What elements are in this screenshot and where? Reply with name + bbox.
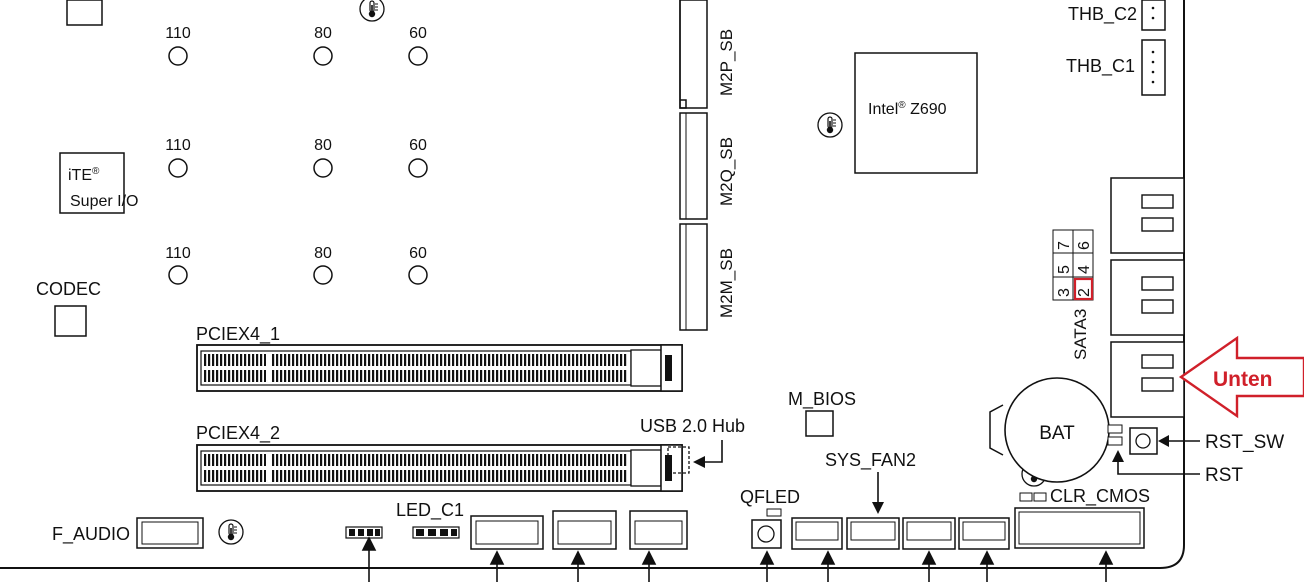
pciex4-1-label: PCIEX4_1 bbox=[196, 324, 280, 345]
thb-c2-label: THB_C2 bbox=[1068, 4, 1137, 25]
pciex4-2-label: PCIEX4_2 bbox=[196, 423, 280, 444]
svg-text:BAT: BAT bbox=[1039, 423, 1075, 444]
sys-fan2-label: SYS_FAN2 bbox=[825, 450, 916, 471]
usb-hub-arrow bbox=[702, 440, 723, 463]
thermal-sensor-icon bbox=[817, 112, 843, 138]
component-box bbox=[66, 0, 103, 26]
svg-text:110: 110 bbox=[165, 137, 191, 154]
sata-port-numbers: 3 5 7 2 4 6 SATA3 bbox=[1052, 229, 1094, 360]
board-edge bbox=[0, 0, 1185, 569]
svg-text:Unten: Unten bbox=[1213, 368, 1273, 391]
svg-text:80: 80 bbox=[314, 25, 332, 42]
usb-hub-chip bbox=[667, 446, 690, 474]
svg-text:80: 80 bbox=[314, 245, 332, 262]
pciex4-2-slot bbox=[196, 444, 683, 492]
svg-text:5: 5 bbox=[1056, 265, 1073, 274]
intel-z690-chipset: Intel® Z690 bbox=[854, 52, 978, 174]
m2q-slot: M2Q_SB bbox=[679, 112, 736, 220]
svg-text:M2M_SB: M2M_SB bbox=[717, 248, 736, 318]
rst-switch bbox=[1129, 427, 1158, 455]
svg-text:Intel® Z690: Intel® Z690 bbox=[868, 100, 947, 118]
rst-sw-label: RST_SW bbox=[1205, 432, 1284, 453]
rst-label: RST bbox=[1205, 465, 1243, 486]
m-bios-chip bbox=[805, 410, 834, 437]
m2m-slot: M2M_SB bbox=[679, 223, 736, 331]
bottom-headers bbox=[470, 507, 1145, 550]
header-inner-outlines bbox=[475, 511, 1141, 545]
qfled-led bbox=[766, 508, 782, 517]
m2-standoffs-row3: 110 80 60 bbox=[165, 245, 428, 285]
rst-pins bbox=[1107, 424, 1123, 446]
thermal-sensor-icon bbox=[218, 519, 244, 545]
thb-c2-header bbox=[1141, 0, 1166, 31]
svg-text:M2P_SB: M2P_SB bbox=[717, 29, 736, 96]
pciex4-1-slot bbox=[196, 344, 683, 392]
qfled-label: QFLED bbox=[740, 487, 800, 507]
rst-arrow bbox=[1117, 460, 1200, 475]
svg-text:60: 60 bbox=[409, 137, 427, 154]
sata-port-2-highlight bbox=[1073, 277, 1094, 301]
led-c1-label: LED_C1 bbox=[396, 500, 464, 521]
ite-super-io-chip: iTE® Super I/O bbox=[59, 152, 138, 214]
thb-c1-label: THB_C1 bbox=[1066, 56, 1135, 77]
clr-cmos-label: CLR_CMOS bbox=[1050, 486, 1150, 507]
svg-text:7: 7 bbox=[1056, 241, 1073, 250]
svg-text:60: 60 bbox=[409, 245, 427, 262]
svg-text:6: 6 bbox=[1076, 241, 1093, 250]
svg-text:60: 60 bbox=[409, 25, 427, 42]
m2-standoffs-row2: 110 80 60 bbox=[165, 137, 428, 178]
svg-text:110: 110 bbox=[165, 25, 191, 42]
svg-text:2: 2 bbox=[1076, 288, 1093, 297]
unten-callout-arrow: Unten bbox=[1178, 335, 1304, 419]
svg-text:110: 110 bbox=[165, 245, 191, 262]
m-bios-label: M_BIOS bbox=[788, 389, 856, 410]
f-audio-header bbox=[136, 517, 204, 549]
cmos-battery: BAT bbox=[989, 377, 1110, 483]
m2-standoffs-row1: 110 80 60 bbox=[165, 25, 428, 66]
thb-c1-header bbox=[1141, 39, 1166, 96]
svg-text:3: 3 bbox=[1056, 288, 1073, 297]
usb-hub-label: USB 2.0 Hub bbox=[640, 416, 745, 436]
thermal-sensor-icon bbox=[359, 0, 385, 22]
m2p-slot: M2P_SB bbox=[679, 0, 736, 109]
codec-label: CODEC bbox=[36, 279, 101, 299]
svg-text:80: 80 bbox=[314, 137, 332, 154]
codec-chip bbox=[54, 305, 87, 337]
svg-text:Super I/O: Super I/O bbox=[70, 193, 138, 210]
svg-text:SATA3: SATA3 bbox=[1071, 309, 1090, 360]
svg-text:4: 4 bbox=[1076, 265, 1093, 274]
svg-text:iTE®: iTE® bbox=[68, 166, 100, 184]
clr-cmos-pins bbox=[1019, 492, 1047, 502]
bottom-arrows bbox=[361, 536, 1114, 582]
svg-text:M2Q_SB: M2Q_SB bbox=[717, 137, 736, 206]
sata-connectors bbox=[1110, 177, 1185, 418]
qflash-button bbox=[751, 519, 782, 549]
f-audio-label: F_AUDIO bbox=[52, 524, 130, 545]
